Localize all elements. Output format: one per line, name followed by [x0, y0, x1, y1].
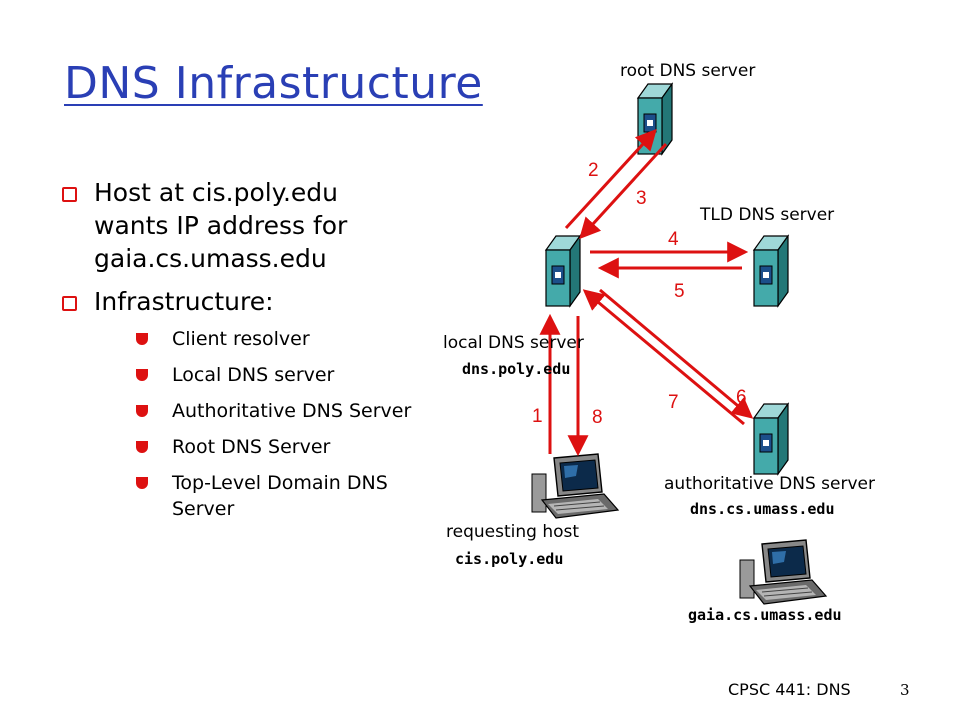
requesting-host-icon: [531, 453, 619, 519]
sub-bullet-tld-dns: Top-Level Domain DNS Server: [136, 470, 418, 522]
sub-bullet-local-dns: Local DNS server: [136, 362, 418, 388]
local-server-label: local DNS server: [443, 333, 584, 353]
sub-bullet-authoritative-dns: Authoritative DNS Server: [136, 398, 418, 424]
authoritative-server-hostname: dns.cs.umass.edu: [690, 500, 835, 518]
step-number-5: 5: [674, 281, 685, 302]
arrow-step-2: [564, 128, 657, 230]
arrow-step-7: [599, 288, 754, 419]
bullet-list: Host at cis.poly.edu wants IP address fo…: [58, 176, 418, 532]
root-server-label: root DNS server: [620, 61, 756, 81]
requesting-host-hostname: cis.poly.edu: [455, 550, 564, 568]
bullet-host-query: Host at cis.poly.edu wants IP address fo…: [58, 176, 418, 275]
tld-server-label: TLD DNS server: [700, 205, 835, 225]
bullet-infrastructure: Infrastructure: Client resolver Local DN…: [58, 285, 418, 522]
authoritative-server-icon: [753, 403, 789, 475]
authoritative-server-label: authoritative DNS server: [664, 474, 875, 494]
tld-server-icon: [753, 235, 789, 307]
sub-bullet-client-resolver: Client resolver: [136, 326, 418, 352]
slide-title: DNS Infrastructure: [64, 58, 483, 109]
arrow-step-3: [579, 142, 668, 240]
local-server-hostname: dns.poly.edu: [462, 360, 571, 378]
target-host-icon: [739, 539, 827, 605]
step-number-3: 3: [636, 188, 647, 209]
sub-bullet-root-dns: Root DNS Server: [136, 434, 418, 460]
step-number-1: 1: [532, 406, 543, 427]
page-number: 3: [900, 681, 910, 699]
bullet-infrastructure-label: Infrastructure:: [94, 287, 274, 316]
step-number-8: 8: [592, 407, 603, 428]
step-number-2: 2: [588, 160, 599, 181]
footer-course: CPSC 441: DNS: [728, 680, 851, 699]
sub-bullet-list: Client resolver Local DNS server Authori…: [136, 326, 418, 522]
local-server-icon: [545, 235, 581, 307]
target-host-hostname: gaia.cs.umass.edu: [688, 606, 842, 624]
arrow-step-6: [582, 289, 745, 426]
step-number-7: 7: [668, 392, 679, 413]
step-number-4: 4: [668, 229, 679, 250]
step-number-6: 6: [736, 387, 747, 408]
requesting-host-label: requesting host: [446, 522, 580, 542]
